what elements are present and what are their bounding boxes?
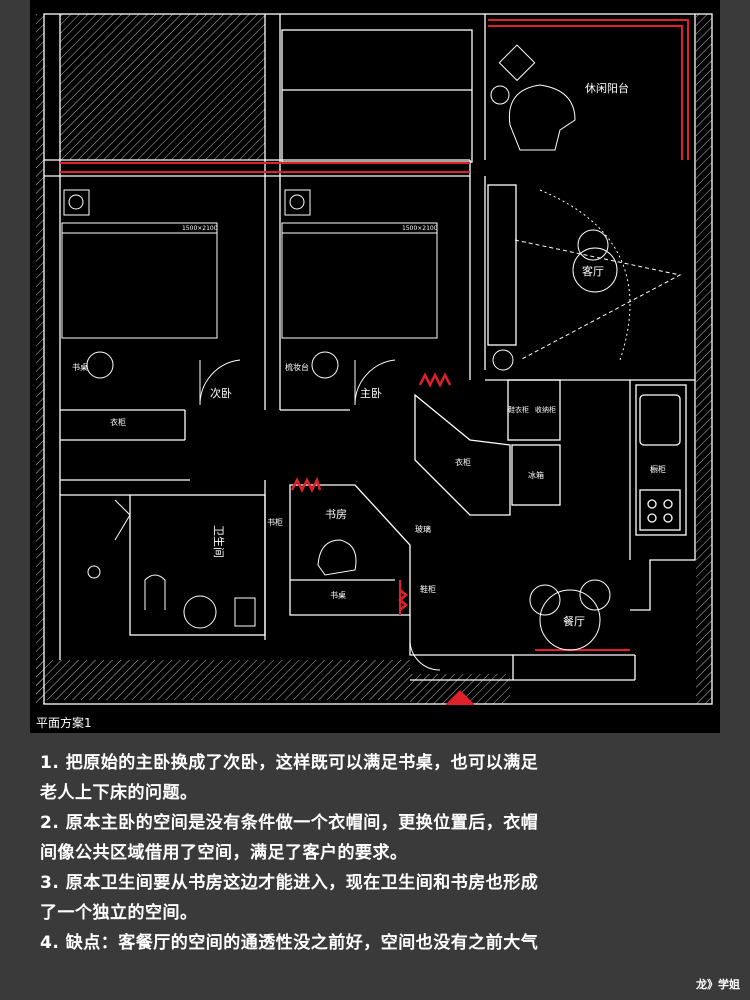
- label-bed-dim-2: 1500×2100: [402, 225, 438, 232]
- label-shoe-cab-b: 收纳柜: [535, 405, 556, 414]
- label-dining: 餐厅: [563, 614, 585, 628]
- label-bookshelf: 书柜: [267, 517, 283, 527]
- label-study-desk: 书桌: [330, 590, 346, 600]
- note-line: 3. 原本卫生间要从书房这边才能进入，现在卫生间和书房也形成: [40, 873, 539, 893]
- label-bathroom: 卫生间: [212, 525, 226, 558]
- hatched-areas: [36, 14, 712, 704]
- label-living: 客厅: [582, 264, 604, 278]
- label-shoe-cabinet: 鞋柜: [420, 584, 436, 594]
- notes-block: 1. 把原始的主卧换成了次卧，这样既可以满足书桌，也可以满足 老人上下床的问题。…: [40, 748, 740, 958]
- label-glass: 玻璃: [415, 524, 431, 534]
- label-wardrobe-center: 衣柜: [455, 457, 471, 467]
- note-line: 了一个独立的空间。: [40, 903, 198, 923]
- note-line: 老人上下床的问题。: [40, 783, 198, 803]
- note-line: 2. 原本主卧的空间是没有条件做一个衣帽间，更换位置后，衣帽: [40, 813, 539, 833]
- label-shoe-cab-a: 鞋衣柜: [508, 405, 529, 414]
- label-second-bedroom: 次卧: [210, 386, 232, 400]
- zigzag-markers: [290, 372, 452, 611]
- floor-plan: 休闲阳台 客厅 次卧 主卧 书房 餐厅 卫生间 书桌 梳妆台 衣柜 衣柜 书桌 …: [30, 0, 720, 733]
- label-balcony: 休闲阳台: [585, 81, 629, 95]
- label-bed-dim-1: 1500×2100: [182, 225, 218, 232]
- note-line: 4. 缺点：客餐厅的空间的通透性没之前好，空间也没有之前大气: [40, 933, 539, 953]
- label-dresser: 梳妆台: [285, 362, 309, 372]
- label-desk-small: 书桌: [72, 362, 88, 372]
- credit-text: 龙》学姐: [696, 978, 740, 991]
- furniture: [87, 44, 682, 651]
- note-line: 间像公共区域借用了空间，满足了客户的要求。: [40, 843, 408, 863]
- note-line: 1. 把原始的主卧换成了次卧，这样既可以满足书桌，也可以满足: [40, 753, 539, 773]
- caption-bar: [30, 714, 720, 732]
- label-master-bedroom: 主卧: [360, 387, 382, 400]
- walls: [43, 13, 713, 705]
- label-cabinet: 橱柜: [650, 464, 666, 474]
- beds: [61, 189, 438, 379]
- red-walls: [60, 19, 689, 651]
- doors: [199, 359, 441, 671]
- plan-caption: 平面方案1: [36, 716, 92, 730]
- label-study: 书房: [325, 508, 347, 521]
- label-fridge: 冰箱: [528, 470, 544, 480]
- label-wardrobe-left: 衣柜: [110, 417, 126, 427]
- entrance-arrow: [445, 690, 475, 705]
